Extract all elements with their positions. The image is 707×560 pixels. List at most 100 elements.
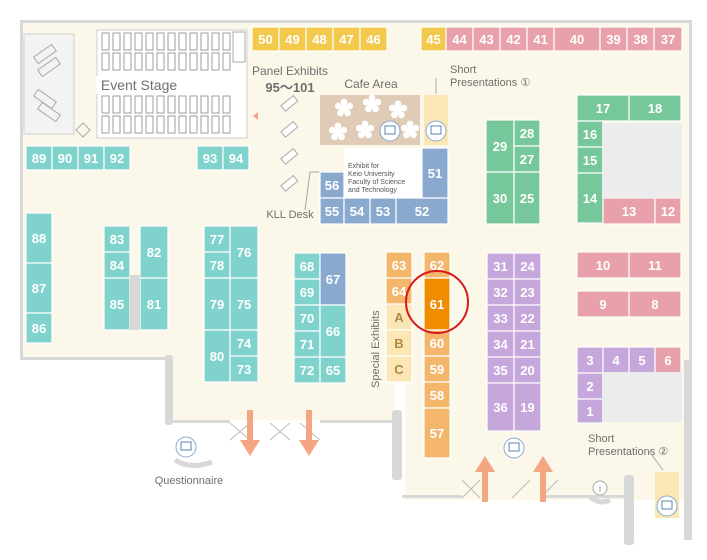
booth-82[interactable]: 82 <box>139 225 169 279</box>
booth-24[interactable]: 24 <box>513 252 542 280</box>
booth-80[interactable]: 80 <box>203 329 231 383</box>
booth-85[interactable]: 85 <box>103 277 131 331</box>
booth-39[interactable]: 39 <box>599 26 628 52</box>
booth-12[interactable]: 12 <box>654 197 682 225</box>
booth-69[interactable]: 69 <box>293 278 321 306</box>
booth-27[interactable]: 27 <box>513 145 541 173</box>
booth-38[interactable]: 38 <box>626 26 655 52</box>
booth-66[interactable]: 66 <box>319 304 347 358</box>
booth-60[interactable]: 60 <box>423 329 451 357</box>
booth-10[interactable]: 10 <box>576 251 630 279</box>
booth-41[interactable]: 41 <box>526 26 555 52</box>
booth-59[interactable]: 59 <box>423 355 451 383</box>
booth-84[interactable]: 84 <box>103 251 131 279</box>
booth-57[interactable]: 57 <box>423 407 451 459</box>
booth-box <box>628 290 682 318</box>
booth-15[interactable]: 15 <box>576 146 604 174</box>
booth-77[interactable]: 77 <box>203 225 231 253</box>
booth-78[interactable]: 78 <box>203 251 231 279</box>
booth-83[interactable]: 83 <box>103 225 131 253</box>
booth-94[interactable]: 94 <box>222 145 250 171</box>
booth-73[interactable]: 73 <box>229 355 259 383</box>
booth-54[interactable]: 54 <box>343 197 371 225</box>
booth-70[interactable]: 70 <box>293 304 321 332</box>
booth-box <box>423 251 451 279</box>
booth-46[interactable]: 46 <box>359 26 388 52</box>
booth-40[interactable]: 40 <box>553 26 601 52</box>
booth-51[interactable]: 51 <box>421 147 449 199</box>
booth-32[interactable]: 32 <box>486 278 515 306</box>
booth-20[interactable]: 20 <box>513 356 542 384</box>
booth-2[interactable]: 2 <box>576 372 604 400</box>
booth-58[interactable]: 58 <box>423 381 451 409</box>
booth-49[interactable]: 49 <box>278 26 307 52</box>
booth-55[interactable]: 55 <box>319 197 345 225</box>
booth-5[interactable]: 5 <box>628 346 656 374</box>
booth-16[interactable]: 16 <box>576 120 604 148</box>
booth-89[interactable]: 89 <box>25 145 53 171</box>
booth-63[interactable]: 63 <box>385 251 413 279</box>
booth-62[interactable]: 62 <box>423 251 451 279</box>
booth-72[interactable]: 72 <box>293 356 321 384</box>
booth-3[interactable]: 3 <box>576 346 604 374</box>
booth-65[interactable]: 65 <box>319 356 347 384</box>
booth-17[interactable]: 17 <box>576 94 630 122</box>
booth-box <box>486 382 515 432</box>
booth-28[interactable]: 28 <box>513 119 541 147</box>
booth-42[interactable]: 42 <box>499 26 528 52</box>
booth-53[interactable]: 53 <box>369 197 397 225</box>
booth-76[interactable]: 76 <box>229 225 259 279</box>
booth-6[interactable]: 6 <box>654 346 682 374</box>
booth-14[interactable]: 14 <box>576 172 604 224</box>
booth-33[interactable]: 33 <box>486 304 515 332</box>
booth-1[interactable]: 1 <box>576 398 604 424</box>
booth-a[interactable]: A <box>385 303 413 331</box>
booth-88[interactable]: 88 <box>25 212 53 264</box>
booth-47[interactable]: 47 <box>332 26 361 52</box>
booth-50[interactable]: 50 <box>251 26 280 52</box>
booth-48[interactable]: 48 <box>305 26 334 52</box>
booth-36[interactable]: 36 <box>486 382 515 432</box>
booth-30[interactable]: 30 <box>485 171 515 225</box>
booth-29[interactable]: 29 <box>485 119 515 173</box>
booth-37[interactable]: 37 <box>653 26 683 52</box>
booth-9[interactable]: 9 <box>576 290 630 318</box>
booth-87[interactable]: 87 <box>25 262 53 314</box>
booth-79[interactable]: 79 <box>203 277 231 331</box>
booth-93[interactable]: 93 <box>196 145 224 171</box>
booth-61[interactable]: 61 <box>423 277 451 331</box>
booth-81[interactable]: 81 <box>139 277 169 331</box>
booth-box <box>653 26 683 52</box>
booth-68[interactable]: 68 <box>293 252 321 280</box>
booth-45[interactable]: 45 <box>420 26 447 52</box>
booth-number: 81 <box>147 297 161 312</box>
booth-92[interactable]: 92 <box>103 145 131 171</box>
booth-c[interactable]: C <box>385 355 413 383</box>
booth-56[interactable]: 56 <box>319 171 345 199</box>
booth-11[interactable]: 11 <box>628 251 682 279</box>
booth-18[interactable]: 18 <box>628 94 682 122</box>
booth-22[interactable]: 22 <box>513 304 542 332</box>
booth-44[interactable]: 44 <box>445 26 474 52</box>
booth-4[interactable]: 4 <box>602 346 630 374</box>
booth-13[interactable]: 13 <box>602 197 656 225</box>
booth-35[interactable]: 35 <box>486 356 515 384</box>
booth-8[interactable]: 8 <box>628 290 682 318</box>
booth-19[interactable]: 19 <box>513 382 542 432</box>
booth-86[interactable]: 86 <box>25 312 53 344</box>
booth-34[interactable]: 34 <box>486 330 515 358</box>
booth-74[interactable]: 74 <box>229 329 259 357</box>
booth-23[interactable]: 23 <box>513 278 542 306</box>
booth-43[interactable]: 43 <box>472 26 501 52</box>
booth-52[interactable]: 52 <box>395 197 449 225</box>
booth-b[interactable]: B <box>385 329 413 357</box>
booth-75[interactable]: 75 <box>229 277 259 331</box>
booth-71[interactable]: 71 <box>293 330 321 358</box>
booth-25[interactable]: 25 <box>513 171 541 225</box>
booth-21[interactable]: 21 <box>513 330 542 358</box>
booth-31[interactable]: 31 <box>486 252 515 280</box>
booth-67[interactable]: 67 <box>319 252 347 306</box>
exit-arrow-icon <box>475 456 495 502</box>
booth-90[interactable]: 90 <box>51 145 79 171</box>
booth-91[interactable]: 91 <box>77 145 105 171</box>
